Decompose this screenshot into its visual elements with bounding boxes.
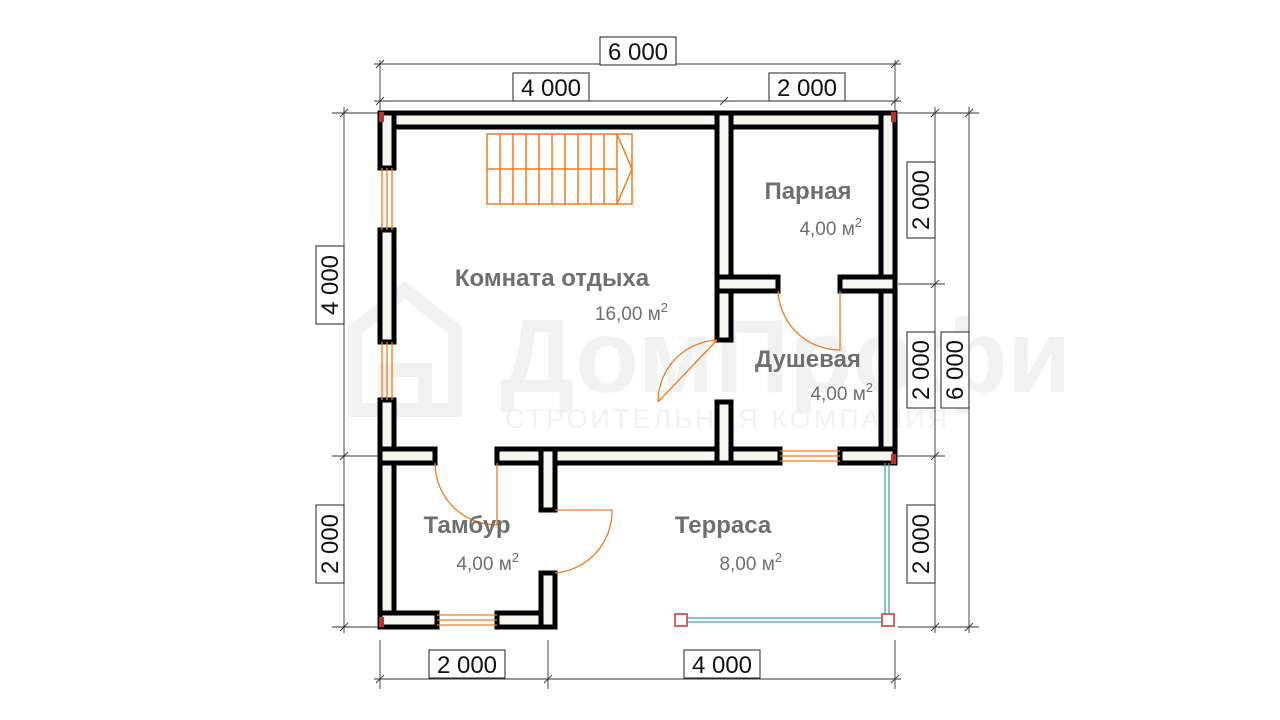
window-left-upper xyxy=(381,168,393,230)
room-name: Тамбур xyxy=(423,512,510,539)
window-left-lower xyxy=(381,342,393,400)
room-parnaya: Парная 4,00 м2 xyxy=(764,178,862,240)
staircase xyxy=(486,133,633,205)
wall-mid-1 xyxy=(377,446,438,466)
dim-top-left: 4 000 xyxy=(521,75,581,102)
room-terrasa: Терраса 8,00 м2 xyxy=(675,512,782,575)
wall-inner-1 xyxy=(714,110,734,343)
room-area: 16,00 м2 xyxy=(595,300,668,325)
room-tambur: Тамбур 4,00 м2 xyxy=(423,512,519,575)
dim-right-inner-upper: 2 000 xyxy=(908,170,935,230)
dim-left-upper: 4 000 xyxy=(317,255,344,315)
wall-mid-2 xyxy=(494,446,783,466)
wall-left-3 xyxy=(377,397,397,630)
windows xyxy=(381,168,840,626)
dim-right-total: 6 000 xyxy=(942,340,969,400)
room-dushevaya: Душевая 4,00 м2 xyxy=(755,346,873,405)
house-logo-icon xyxy=(348,281,462,417)
door-tambur-outer xyxy=(554,509,613,574)
room-rest: Комната отдыха 16,00 м2 xyxy=(455,265,668,325)
room-area: 4,00 м2 xyxy=(456,550,519,575)
wall-left-2 xyxy=(377,227,397,345)
wall-top xyxy=(377,110,898,130)
door-rest-room xyxy=(657,339,718,403)
room-name: Комната отдыха xyxy=(455,265,650,292)
wall-bottom-1 xyxy=(377,610,440,630)
wall-stub xyxy=(538,446,558,513)
room-area: 4,00 м2 xyxy=(810,380,873,405)
wall-inner-2 xyxy=(714,399,734,466)
room-name: Терраса xyxy=(675,512,772,539)
dim-left-lower: 2 000 xyxy=(317,514,344,574)
door-tambur-inner xyxy=(434,462,498,526)
wall-partition-1 xyxy=(714,274,781,294)
post-2 xyxy=(881,613,895,627)
dimension-boxes xyxy=(315,36,970,679)
wall-mid-3 xyxy=(837,446,898,466)
room-labels: Комната отдыха 16,00 м2 Парная 4,00 м2 Д… xyxy=(423,178,873,575)
dim-right-inner-lower: 2 000 xyxy=(908,514,935,574)
room-area: 4,00 м2 xyxy=(799,215,862,240)
door-parnaya xyxy=(777,290,841,351)
window-dushevaya-bottom xyxy=(780,450,840,462)
wall-partition-2 xyxy=(837,274,898,294)
dim-bottom-left: 2 000 xyxy=(437,652,497,679)
terrace-posts xyxy=(674,613,895,627)
room-name: Парная xyxy=(764,178,851,205)
dim-top-total: 6 000 xyxy=(608,39,668,66)
wall-tambur-right xyxy=(538,570,558,630)
dim-top-right: 2 000 xyxy=(777,75,837,102)
dim-right-inner-middle: 2 000 xyxy=(908,340,935,400)
dim-bottom-right: 4 000 xyxy=(692,652,752,679)
window-tambur-bottom xyxy=(437,614,497,626)
room-area: 8,00 м2 xyxy=(719,550,782,575)
wall-left-1 xyxy=(377,110,397,171)
room-name: Душевая xyxy=(755,346,861,373)
walls xyxy=(377,110,898,630)
post-1 xyxy=(674,613,688,627)
terrace-railing xyxy=(683,463,890,623)
corner-markers xyxy=(379,112,896,627)
dimension-labels: 6 000 4 000 2 000 4 000 2 000 2 000 2 00… xyxy=(317,39,969,679)
doors xyxy=(434,290,841,574)
